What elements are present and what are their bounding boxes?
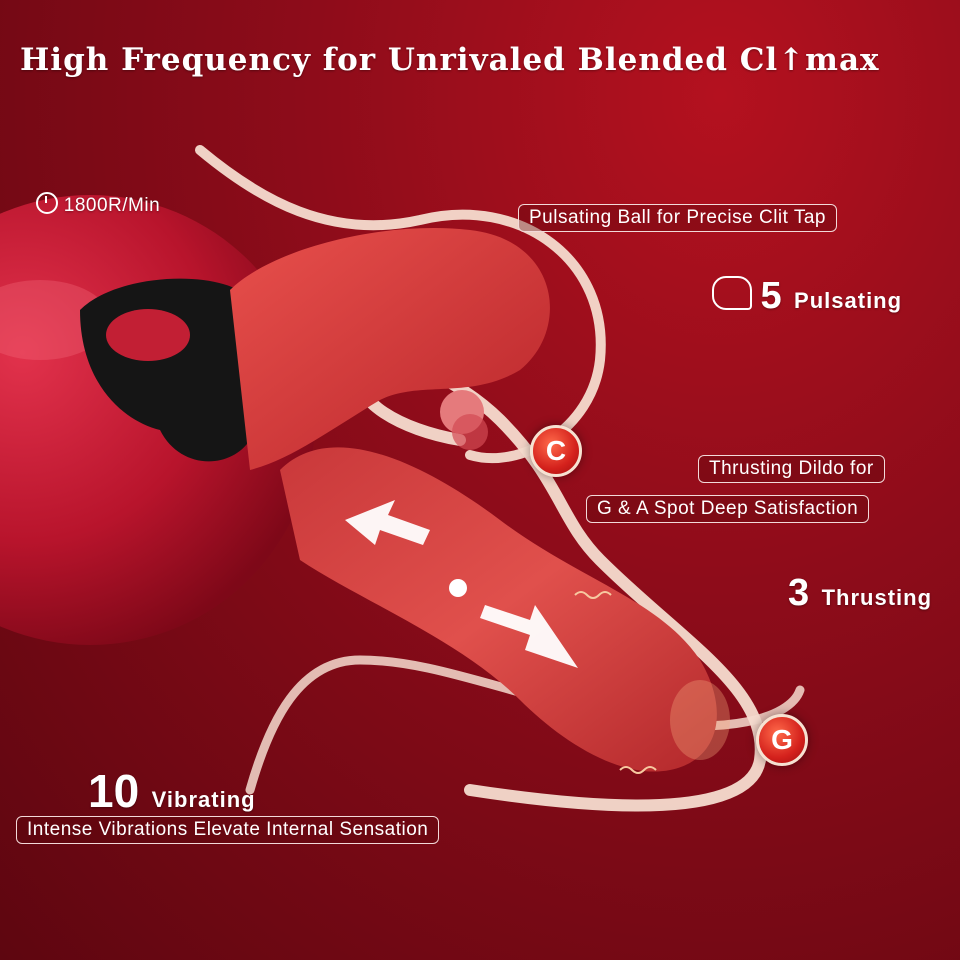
arrow-left-shape	[345, 500, 430, 545]
mode-vibrating: 10 Vibrating	[88, 764, 256, 818]
vibrating-number: 10	[88, 765, 140, 817]
vibration-wave-top	[574, 591, 612, 599]
ribbon-lower	[245, 655, 805, 795]
mode-pulsating: 5 Pulsating	[712, 275, 902, 318]
page-title: High Frequency for Unrivaled Blended Cl↑…	[20, 42, 880, 78]
ball-highlight	[0, 280, 110, 360]
timer-icon	[36, 192, 58, 214]
callout-pulsating-ball: Pulsating Ball for Precise Clit Tap	[518, 204, 837, 232]
speed-text: 1800R/Min	[63, 195, 161, 216]
callout-vibrations: Intense Vibrations Elevate Internal Sens…	[16, 816, 440, 844]
badge-g: G	[756, 714, 808, 766]
pulsating-number: 5	[760, 275, 782, 317]
tapping-hand-icon	[712, 276, 752, 310]
callout-thrusting-line1: Thrusting Dildo for	[698, 455, 885, 483]
handle-hole	[106, 309, 190, 361]
thrusting-number: 3	[788, 572, 810, 614]
arrow-right-shape	[480, 605, 578, 668]
pulsating-ball-echo	[452, 414, 488, 450]
pulsating-label: Pulsating	[794, 288, 903, 313]
thrusting-label: Thrusting	[821, 585, 933, 610]
vibration-wave-bottom	[619, 766, 657, 774]
mode-thrusting: 3 Thrusting	[788, 572, 932, 615]
shaft-tip-glow	[670, 680, 730, 760]
callout-thrusting-line2: G & A Spot Deep Satisfaction	[586, 495, 870, 523]
product-body	[230, 228, 550, 470]
vibrating-label: Vibrating	[151, 787, 256, 812]
speed-label: 1800R/Min	[36, 192, 160, 217]
center-dot	[449, 579, 467, 597]
badge-c: C	[530, 425, 582, 477]
